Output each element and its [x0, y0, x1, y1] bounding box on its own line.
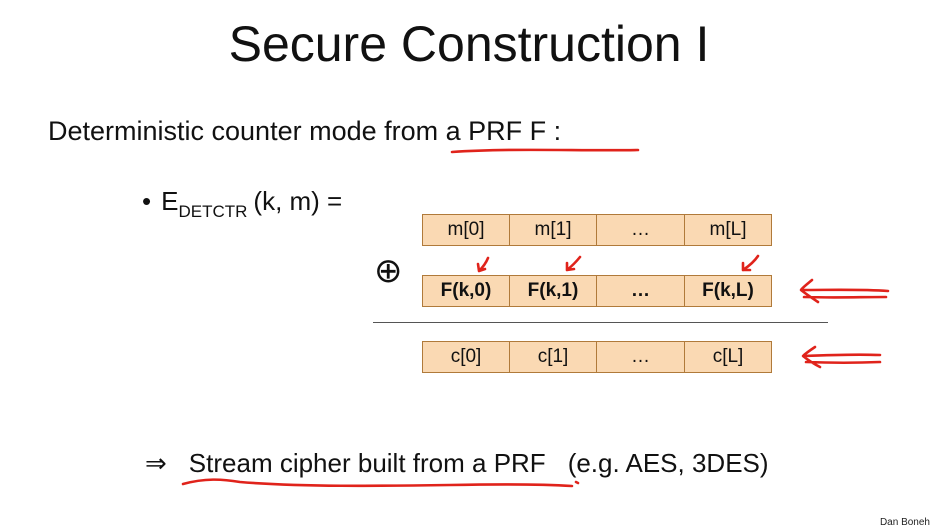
- arrow-mark-L: [741, 254, 760, 272]
- message-cell: …: [597, 215, 685, 245]
- message-row: m[0] m[1] … m[L]: [422, 214, 772, 246]
- bullet-icon: •: [142, 186, 152, 216]
- prf-cell: F(k,L): [702, 280, 754, 301]
- prf-row-arrow-mark: [799, 278, 890, 304]
- conclusion-line: ⇒ Stream cipher built from a PRF (e.g. AES…: [145, 446, 769, 480]
- conclusion-example: (e.g. AES, 3DES): [567, 448, 769, 478]
- cipher-row-arrow-mark: [801, 345, 882, 369]
- slide-title: Secure Construction I: [228, 16, 710, 72]
- xor-icon: ⊕: [374, 252, 403, 290]
- prf-cell: …: [597, 276, 685, 306]
- cipher-row: c[0] c[1] … c[L]: [422, 341, 772, 373]
- cipher-cell: …: [597, 342, 685, 372]
- implies-icon: ⇒: [145, 448, 167, 478]
- prf-cell: F(k,1): [510, 276, 597, 306]
- formula-line: • EDETCTR (k, m) =: [142, 184, 342, 229]
- conclusion-underline-mark: [181, 478, 574, 488]
- formula-args: (k, m) =: [253, 186, 343, 216]
- cipher-cell: c[0]: [423, 342, 510, 372]
- cipher-cell: c[1]: [510, 342, 597, 372]
- sum-divider: [373, 322, 828, 323]
- author-credit: Dan Boneh: [879, 517, 930, 528]
- message-cell: m[1]: [510, 215, 597, 245]
- message-cell: m[L]: [709, 219, 747, 240]
- arrow-mark-0: [476, 256, 490, 273]
- formula-label: E: [161, 186, 179, 216]
- message-cell: m[0]: [423, 215, 510, 245]
- prf-row: F(k,0) F(k,1) … F(k,L): [422, 275, 772, 307]
- arrow-mark-1: [565, 255, 582, 272]
- slide-subtitle: Deterministic counter mode from a PRF F …: [48, 116, 562, 146]
- subtitle-underline-mark: [450, 148, 640, 154]
- stray-dot-mark: [574, 480, 580, 485]
- cipher-cell: c[L]: [712, 346, 744, 367]
- prf-cell: F(k,0): [423, 276, 510, 306]
- conclusion-text: Stream cipher built from a PRF: [188, 448, 546, 478]
- formula-subscript: DETCTR: [178, 202, 248, 221]
